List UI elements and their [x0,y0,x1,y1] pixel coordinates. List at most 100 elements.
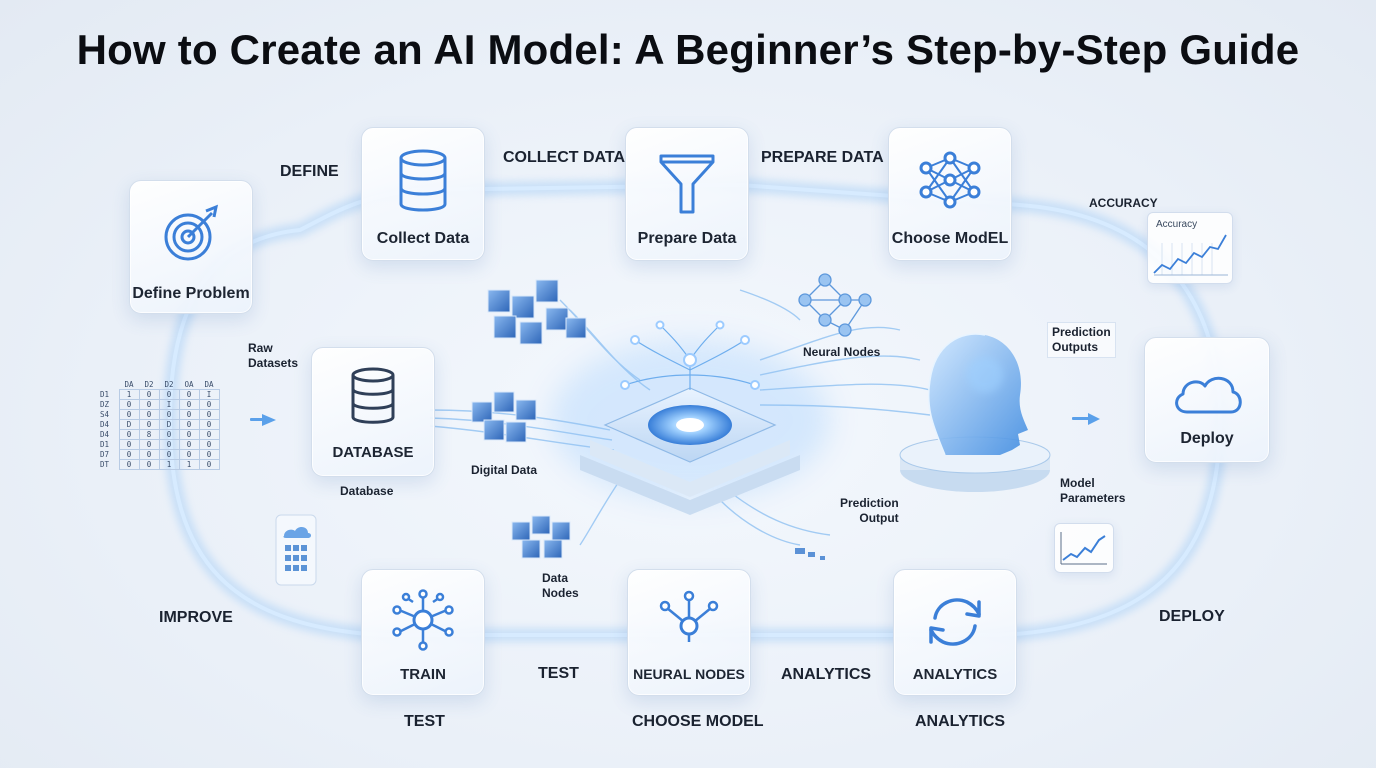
central-neural-nodes [620,320,760,390]
accuracy-line-icon [1153,234,1228,276]
table-cell: D [158,419,180,430]
table-row-header: D1 [100,440,110,449]
parameters-mini-chart [1054,523,1114,573]
table-cell: 0 [118,399,140,410]
annotation-line: Prediction [840,496,899,510]
table-cell: 0 [198,409,220,420]
label-collect-data: COLLECT DATA [503,149,626,166]
label-accuracy: ACCURACY [1089,196,1158,210]
card-deploy[interactable]: Deploy [1144,337,1270,463]
table-cell: 0 [198,399,220,410]
card-analytics[interactable]: ANALYTICS [893,569,1017,696]
table-header-row: DA D2 D2 OA DA [100,380,219,390]
card-label: Prepare Data [637,230,737,247]
database-icon [399,149,447,212]
data-cubes-top [487,279,587,345]
table-cell: 0 [138,439,160,450]
table-cell: 0 [118,449,140,460]
table-cell: 0 [158,449,180,460]
table-cell: I [198,389,220,400]
table-cell: 0 [178,399,200,410]
table-cell: 0 [198,459,220,470]
annotation-line: Data [542,571,569,585]
card-label: Choose ModEL [891,230,1009,247]
label-improve: IMPROVE [159,609,233,626]
filter-funnel-icon [659,154,715,214]
annotation-database: Database [340,484,394,498]
label-test-below: TEST [404,713,445,730]
network-hub-icon [392,589,454,651]
annotation-data-nodes: Data Nodes [542,571,579,601]
table-cell: 0 [118,459,140,470]
table-cell: 0 [138,389,160,400]
table-cell: 0 [158,429,180,440]
table-cell: 0 [198,449,220,460]
card-collect-data[interactable]: Collect Data [361,127,485,261]
table-header-cell: DA [204,380,214,389]
table-row-header: DT [100,460,110,469]
card-label: NEURAL NODES [633,666,745,682]
annotation-line: Datasets [248,356,299,370]
table-cell: 1 [158,459,180,470]
card-define-problem[interactable]: Define Problem [129,180,253,314]
table-row-header: DZ [100,400,110,409]
tree-nodes-icon [659,590,719,642]
label-choose-model-below: CHOOSE MODEL [632,713,764,730]
accuracy-mini-chart: Accuracy [1147,212,1233,284]
table-cell: 0 [178,429,200,440]
annotation-line: Output [859,511,899,525]
table-cell: 0 [138,449,160,460]
annotation-line: Prediction [1052,325,1111,339]
ai-head-figure [899,333,1051,492]
table-cell: D [118,419,140,430]
table-cell: 0 [178,449,200,460]
accuracy-chart-label: Accuracy [1156,219,1198,230]
card-neural-nodes[interactable]: NEURAL NODES [627,569,751,696]
table-cell: 0 [118,439,140,450]
card-choose-model[interactable]: Choose ModEL [888,127,1012,261]
table-cell: 0 [118,429,140,440]
trend-line-icon [1060,532,1107,565]
table-header-cell: D2 [144,380,154,389]
data-cubes-bottom [511,515,571,559]
table-cell: 0 [158,409,180,420]
table-header-cell: D2 [164,380,174,389]
label-define: DEFINE [280,163,339,180]
card-train[interactable]: TRAIN [361,569,485,696]
label-deploy: DEPLOY [1159,608,1225,625]
database-icon [351,367,395,424]
neural-network-icon [919,151,981,209]
label-analytics-below: ANALYTICS [915,713,1006,730]
card-prepare-data[interactable]: Prepare Data [625,127,749,261]
card-label: Collect Data [376,230,470,247]
annotation-model-parameters: Model Parameters [1060,476,1125,506]
annotation-line: Model [1060,476,1095,490]
table-cell: 8 [138,429,160,440]
annotation-line: Parameters [1060,491,1126,505]
cloud-icon [1175,376,1242,414]
annotation-line: Raw [248,341,273,355]
table-header-cell [100,380,119,390]
label-test-mid: TEST [538,665,579,682]
table-row-header: D4 [100,430,110,439]
label-analytics-mid: ANALYTICS [781,666,872,683]
table-cell: I [158,399,180,410]
annotation-raw-datasets: Raw Datasets [248,341,298,371]
data-cubes-middle [471,391,537,443]
annotation-neural-nodes: Neural Nodes [803,345,881,359]
table-cell: 0 [178,439,200,450]
table-cell: 1 [178,459,200,470]
table-cell: 0 [138,399,160,410]
card-label: TRAIN [400,666,446,683]
card-database[interactable]: DATABASE [311,347,435,477]
table-cell: 0 [138,419,160,430]
table-cell: 1 [118,389,140,400]
card-label: DATABASE [332,444,414,461]
